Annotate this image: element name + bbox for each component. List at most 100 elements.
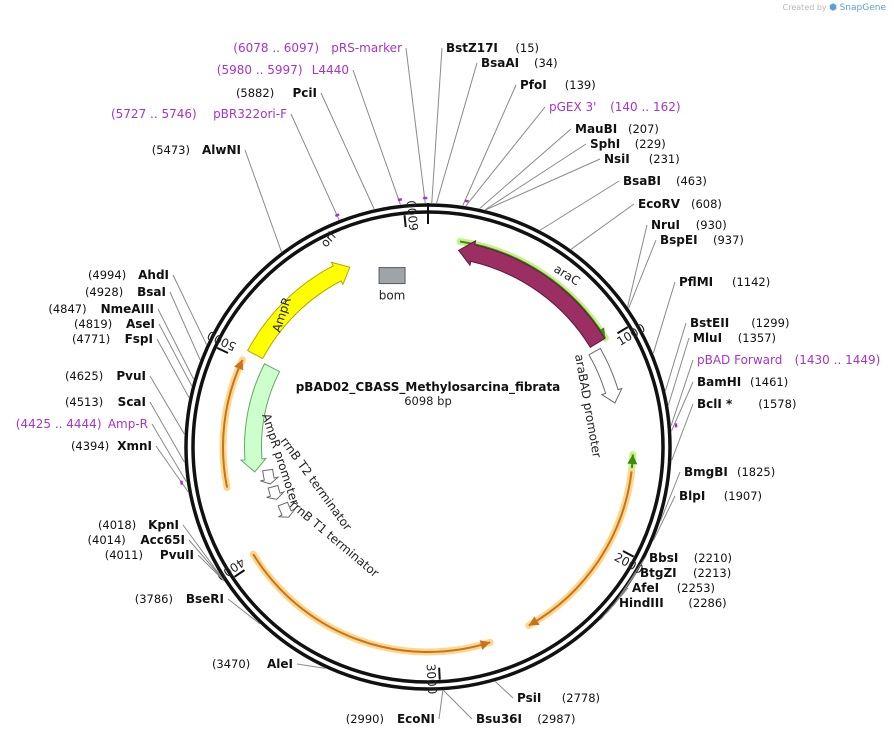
fspi-leader — [156, 338, 190, 398]
amp-r-position: (4425 .. 4444) — [16, 417, 102, 431]
nmeaiii-label: NmeAIII — [101, 302, 154, 316]
site-scai: ScaI(4513) — [65, 395, 146, 409]
orf-4-arrowhead — [234, 359, 244, 371]
bspei-leader — [628, 239, 657, 309]
site-prs-marker: pRS-marker(6078 .. 6097) — [233, 41, 402, 55]
bcli-label: BclI * — [697, 397, 733, 411]
site-nsii: NsiI(231) — [604, 152, 680, 166]
bspei-label: BspEI — [660, 233, 698, 247]
site-bsteii: BstEII(1299) — [690, 316, 789, 330]
psii-leader — [494, 681, 514, 699]
bcli-leader — [671, 403, 694, 461]
orf-4-glow — [219, 356, 246, 492]
blpi-leader — [652, 495, 676, 541]
orf-0-arrowhead — [627, 454, 638, 465]
pgex-3-primer-mark — [464, 199, 469, 203]
pbr322ori-f-primer-mark — [334, 213, 340, 218]
bsabi-position: (463) — [676, 174, 707, 188]
site-econi: EcoNI(2990) — [346, 712, 435, 726]
pgex-3-position: (140 .. 162) — [610, 100, 680, 114]
pvui-leader — [149, 375, 185, 435]
maubi-leader — [479, 128, 572, 209]
alwni-position: (5473) — [152, 143, 190, 157]
pbad-forward-leader — [670, 359, 694, 426]
bsabi-leader — [539, 180, 620, 231]
orf-3-arrowhead — [479, 640, 491, 650]
alwni-label: AlwNI — [202, 143, 241, 157]
alei-label: AleI — [267, 657, 293, 671]
bamhi-leader — [671, 381, 694, 432]
feature-rrnb-t2-terminator — [266, 484, 286, 500]
bcli-position: (1578) — [758, 397, 796, 411]
amp-r-label: Amp-R — [108, 417, 148, 431]
bsaai-position: (34) — [534, 56, 558, 70]
pvuii-leader — [197, 554, 225, 581]
xmni-label: XmnI — [117, 439, 152, 453]
ahdi-label: AhdI — [138, 268, 169, 282]
bsteii-label: BstEII — [690, 316, 729, 330]
site-bcli: BclI * (1578) — [697, 397, 796, 411]
bseri-leader — [227, 598, 261, 625]
prs-marker-position: (6078 .. 6097) — [233, 41, 319, 55]
fspi-position: (4771) — [72, 332, 110, 346]
mlui-position: (1357) — [738, 331, 776, 345]
xmni-position: (4394) — [71, 439, 109, 453]
site-alwni: AlwNI (5473) — [152, 143, 241, 157]
snapgene-logo-icon: ⬢ — [829, 3, 838, 13]
feature-bom-label: bom — [379, 289, 406, 303]
hindiii-label: HindIII — [619, 596, 664, 610]
site-pbr322ori-f: pBR322ori-F(5727 .. 5746) — [111, 107, 287, 121]
afei-label: AfeI — [632, 581, 659, 595]
blpi-label: BlpI — [679, 489, 705, 503]
bstz17i-label: BstZ17I — [446, 41, 498, 55]
hindiii-position: (2286) — [688, 596, 726, 610]
pflmi-label: PflMI — [679, 275, 713, 289]
hindiii-leader — [600, 602, 616, 620]
kpni-label: KpnI — [148, 518, 179, 532]
orf-3-line — [252, 553, 491, 653]
tick-label: 4000 — [214, 555, 247, 584]
bstz17i-leader — [431, 47, 443, 204]
nsii-label: NsiI — [604, 152, 630, 166]
site-btgzi: BtgZI(2213) — [640, 566, 731, 580]
pcii-position: (5882) — [236, 86, 274, 100]
bsabi-label: BsaBI — [623, 174, 661, 188]
tick-mark — [622, 550, 635, 558]
orf-2-line — [528, 471, 633, 627]
bsu36i-leader — [443, 690, 473, 720]
psii-label: PsiI — [517, 691, 541, 705]
alei-position: (3470) — [212, 657, 250, 671]
feature-rrnb-t1-terminator — [277, 501, 296, 518]
feature-ampr-promoter — [260, 468, 280, 485]
tick-label: 6000 — [404, 200, 421, 232]
tick-mark — [616, 326, 629, 335]
pcii-leader — [320, 92, 375, 210]
pbad-forward-position: (1430 .. 1449) — [795, 353, 881, 367]
site-bspei: BspEI (937) — [660, 233, 744, 247]
ecorv-position: (608) — [691, 197, 722, 211]
bspei-position: (937) — [713, 233, 744, 247]
btgzi-position: (2213) — [693, 566, 731, 580]
orf-2-arrowhead — [528, 616, 540, 626]
site-bamhi: BamHI(1461) — [697, 375, 788, 389]
blpi-position: (1907) — [724, 489, 762, 503]
pfoi-leader — [462, 84, 517, 206]
pfoi-label: PfoI — [520, 78, 547, 92]
amp-r-leader — [151, 423, 187, 483]
maubi-position: (207) — [628, 122, 659, 136]
sphi-label: SphI — [590, 137, 620, 151]
feature-ampr — [239, 363, 281, 473]
pflmi-position: (1142) — [732, 275, 770, 289]
maubi-label: MauBI — [575, 122, 617, 136]
site-asei: AseI(4819) — [74, 317, 155, 331]
tick-mark — [233, 569, 246, 578]
afei-position: (2253) — [677, 581, 715, 595]
site-pvui: PvuI(4625) — [65, 369, 146, 383]
site-hindiii: HindIII (2286) — [619, 596, 727, 610]
tick-label: 1000 — [614, 321, 647, 349]
site-mlui: MluI (1357) — [693, 331, 776, 345]
nsii-leader — [485, 158, 601, 211]
mlui-label: MluI — [693, 331, 722, 345]
